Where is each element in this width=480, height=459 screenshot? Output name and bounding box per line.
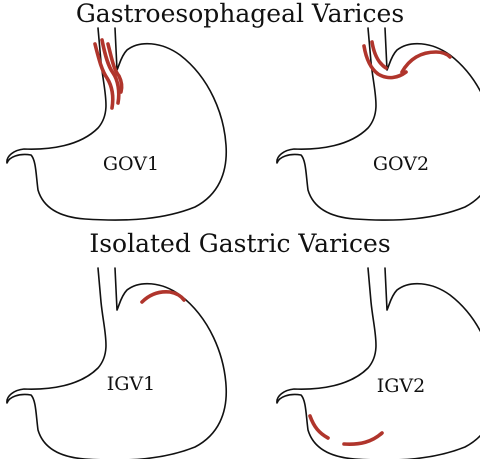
stomach-outline [6, 27, 228, 221]
panel-label-igv2: IGV2 [377, 375, 426, 397]
panel-gov1: GOV1 [6, 27, 228, 221]
stomach-outline [6, 267, 228, 459]
varix-mark [140, 290, 186, 304]
panel-label-gov1: GOV1 [103, 153, 159, 175]
varix-mark [370, 40, 388, 70]
varix-gov2 [362, 40, 452, 80]
varix-mark [342, 431, 384, 446]
varix-mark [100, 38, 121, 105]
panel-gov2: GOV2 [276, 27, 480, 221]
varix-gov1 [93, 38, 124, 110]
panel-igv2: IGV2 [276, 267, 480, 459]
varix-mark [362, 44, 408, 80]
panel-label-igv1: IGV1 [107, 373, 156, 395]
panel-igv1: IGV1 [6, 267, 228, 459]
varix-mark [308, 414, 330, 440]
varix-igv2 [308, 414, 384, 446]
varix-mark [106, 42, 124, 94]
varix-mark [93, 42, 115, 110]
varix-igv1 [140, 290, 186, 304]
gastroesophageal-varices-heading: Gastroesophageal Varices [75, 0, 405, 28]
stomach-outline [276, 267, 480, 459]
isolated-gastric-varices-heading: Isolated Gastric Varices [89, 229, 391, 258]
varix-mark [400, 50, 452, 74]
panel-label-gov2: GOV2 [373, 153, 429, 175]
